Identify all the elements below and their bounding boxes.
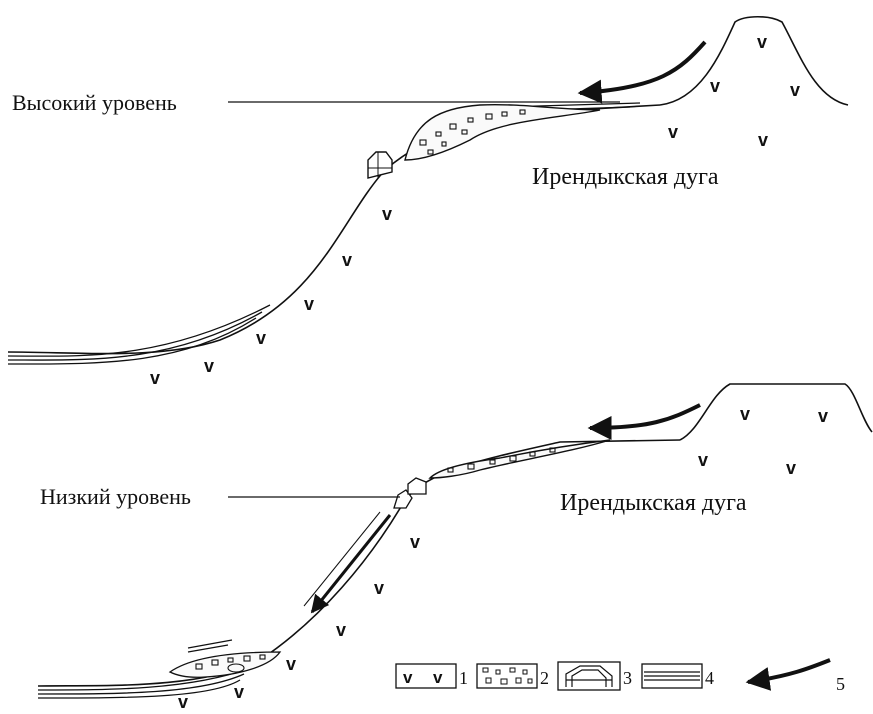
volcanic-v-icon: v: [342, 250, 352, 270]
volcanic-v-icon: v: [286, 654, 296, 674]
volcanic-v-icon: v: [786, 458, 796, 478]
bottom-flow-arrow: [590, 405, 700, 428]
volcanic-v-icon: v: [204, 356, 214, 376]
legend-number-2: 2: [540, 668, 549, 688]
top-reef-buildup: [368, 152, 392, 178]
volcanic-v-icon: v: [710, 76, 720, 96]
volcanic-v-icon: v: [757, 32, 767, 52]
volcanic-v-icon: v: [382, 204, 392, 224]
volcanic-v-icon: v: [818, 406, 828, 426]
volcanic-v-icon: v: [304, 294, 314, 314]
top-volcanic-marks: v v v v v v v v v v v: [150, 32, 800, 388]
bottom-slope-arrow-edge: [304, 512, 380, 606]
volcanic-v-icon: v: [336, 620, 346, 640]
volcanic-v-icon: v: [740, 404, 750, 424]
volcanic-v-icon: v: [433, 668, 443, 687]
legend: v v 1 2 3 4 5: [396, 660, 845, 694]
top-level-label: Высокий уровень: [12, 90, 177, 115]
top-basin-layers: [8, 305, 270, 364]
legend-number-1: 1: [459, 668, 468, 688]
volcanic-v-icon: v: [410, 532, 420, 552]
volcanic-v-icon: v: [178, 692, 188, 712]
bottom-basin-breccia: [170, 652, 280, 677]
bottom-arc-label: Ирендыкская дуга: [560, 490, 747, 516]
volcanic-v-icon: v: [758, 130, 768, 150]
bottom-level-label: Низкий уровень: [40, 484, 191, 509]
bottom-panel: Низкий уровень Ирендыкская дуга v v v v …: [38, 384, 872, 712]
top-slope-profile: [8, 105, 660, 354]
volcanic-v-icon: v: [374, 578, 384, 598]
bottom-basin-upper-layers: [188, 640, 232, 652]
legend-number-4: 4: [705, 668, 714, 688]
top-flow-arrow: [580, 42, 705, 93]
bottom-slope-profile: [38, 440, 680, 686]
legend-number-5: 5: [836, 674, 845, 694]
volcanic-v-icon: v: [256, 328, 266, 348]
bottom-reef-buildup-upper: [408, 478, 426, 494]
volcanic-v-icon: v: [668, 122, 678, 142]
bottom-volcano-outline: [680, 384, 872, 440]
volcanic-v-icon: v: [234, 682, 244, 702]
top-arc-label: Ирендыкская дуга: [532, 164, 719, 190]
volcanic-v-icon: v: [403, 668, 413, 687]
volcanic-v-icon: v: [698, 450, 708, 470]
volcanic-v-icon: v: [150, 368, 160, 388]
top-panel: Высокий уровень Ирендыкская дуга v v v v…: [8, 17, 848, 388]
bottom-breccia-wedge: [430, 440, 610, 478]
legend-number-3: 3: [623, 668, 632, 688]
transport-arrow-icon: [748, 660, 830, 682]
volcanic-v-icon: v: [790, 80, 800, 100]
